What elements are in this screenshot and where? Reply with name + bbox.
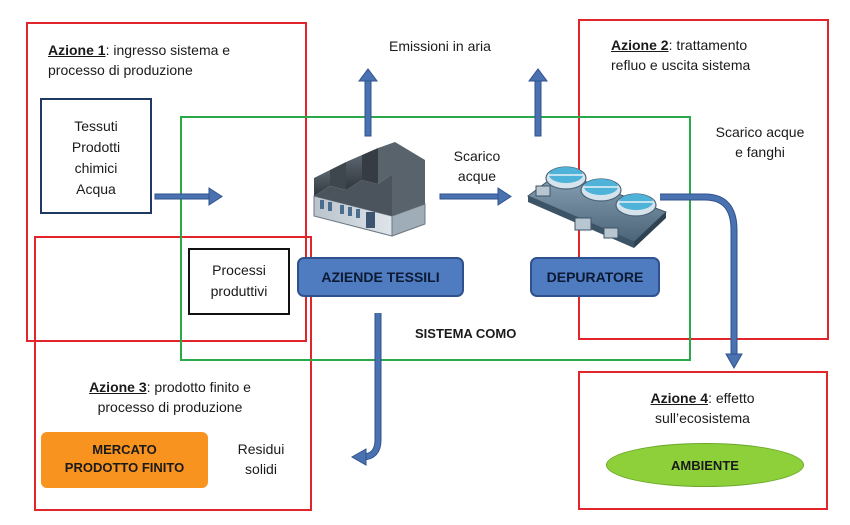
scarico-acque-line: Scarico acque <box>715 124 805 140</box>
azione-3-title: Azione 3: prodotto finito e processo di … <box>89 379 251 415</box>
arrow-to-ambiente <box>660 193 743 370</box>
depuratore-icon <box>527 166 667 248</box>
arrow-emissions-right <box>528 68 548 137</box>
factory-icon <box>313 142 426 237</box>
azione-1-title: Azione 1: ingresso sistema e processo di… <box>48 42 231 78</box>
processi-line: Processi <box>212 262 266 278</box>
ambiente-ellipse[interactable]: AMBIENTE <box>606 443 804 487</box>
input-materials-box: Tessuti Prodotti chimici Acqua <box>40 98 152 214</box>
arrow-to-residui <box>350 313 382 466</box>
emissioni-label: Emissioni in aria <box>389 38 491 54</box>
input-acqua: Acqua <box>76 181 116 197</box>
prodotto-finito-line: PRODOTTO FINITO <box>64 460 185 475</box>
aziende-tessili-button[interactable]: AZIENDE TESSILI <box>297 257 464 297</box>
azione-2-title: Azione 2: trattamento refluo e uscita si… <box>611 37 751 73</box>
residui-line: Residui <box>237 441 285 457</box>
sistema-como-frame <box>180 116 691 361</box>
sistema-como-label: SISTEMA COMO <box>415 326 517 341</box>
processi-produttivi-box: Processi produttivi <box>188 248 290 315</box>
scarico-acque-label: Scarico acque <box>440 146 514 186</box>
residui-label: Residui solidi <box>226 439 296 479</box>
acque-line: acque <box>457 168 497 184</box>
scarico-line: Scarico <box>453 148 501 164</box>
arrow-input-right <box>154 187 223 206</box>
fanghi-line: e fanghi <box>735 144 785 160</box>
arrow-emissions-left <box>358 68 378 137</box>
produttivi-line: produttivi <box>210 283 268 299</box>
input-prodotti: Prodotti <box>71 139 121 155</box>
solidi-line: solidi <box>245 461 277 477</box>
input-chimici: chimici <box>74 160 118 176</box>
azione-4-title: Azione 4: effetto sull’ecosistema <box>650 390 755 426</box>
azione-3-frame <box>34 236 312 511</box>
azione-1-frame <box>26 22 307 342</box>
depuratore-button[interactable]: DEPURATORE <box>530 257 660 297</box>
mercato-prodotto-finito-box[interactable]: MERCATO PRODOTTO FINITO <box>41 432 208 488</box>
scarico-fanghi-label: Scarico acque e fanghi <box>700 122 820 162</box>
azione-4-frame <box>578 371 828 510</box>
input-tessuti: Tessuti <box>74 118 118 134</box>
mercato-line: MERCATO <box>92 442 157 457</box>
arrow-scarico-right <box>439 187 512 206</box>
